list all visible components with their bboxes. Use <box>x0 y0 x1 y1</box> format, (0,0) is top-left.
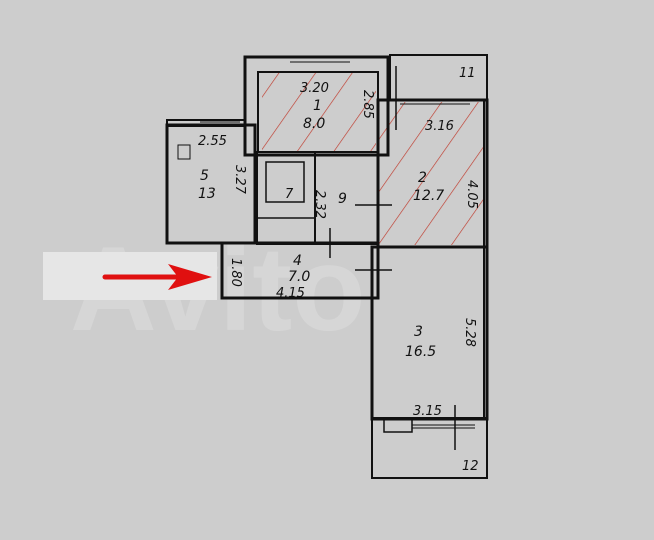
room-2-area: 12.7 <box>413 188 444 204</box>
room-4-number: 4 <box>293 253 302 269</box>
room-9-depth: 2.32 <box>312 190 327 219</box>
room-3-area: 16.5 <box>405 344 436 360</box>
room-1-area: 8.0 <box>303 116 325 132</box>
room-3-width: 3.15 <box>413 404 442 419</box>
stove-icon <box>177 144 191 160</box>
walls <box>165 54 489 479</box>
room-9-number: 9 <box>338 191 347 207</box>
room-4-depth: 1.80 <box>228 258 243 287</box>
room-3-number: 3 <box>414 324 423 340</box>
room-5-width: 2.55 <box>198 134 227 149</box>
room-1-depth: 2.85 <box>360 90 375 119</box>
room-5-number: 5 <box>200 168 209 184</box>
room-2-number: 2 <box>418 170 427 186</box>
room-2-depth: 4.05 <box>464 180 479 209</box>
room-5-area: 13 <box>198 186 216 202</box>
balcony-11-number: 11 <box>459 66 476 81</box>
room-4-area: 7.0 <box>288 269 310 285</box>
room-5-depth: 3.27 <box>232 165 247 195</box>
balcony-12-number: 12 <box>462 459 479 474</box>
room-1-number: 1 <box>313 98 322 114</box>
red-arrow-icon <box>102 264 212 290</box>
room-1-hatch <box>262 72 376 152</box>
room-1-width: 3.20 <box>300 81 329 96</box>
room-2-width: 3.16 <box>425 119 454 134</box>
room-4-width: 4.15 <box>276 286 305 301</box>
room-3-depth: 5.28 <box>462 318 477 347</box>
room-7-number: 7 <box>285 187 294 202</box>
